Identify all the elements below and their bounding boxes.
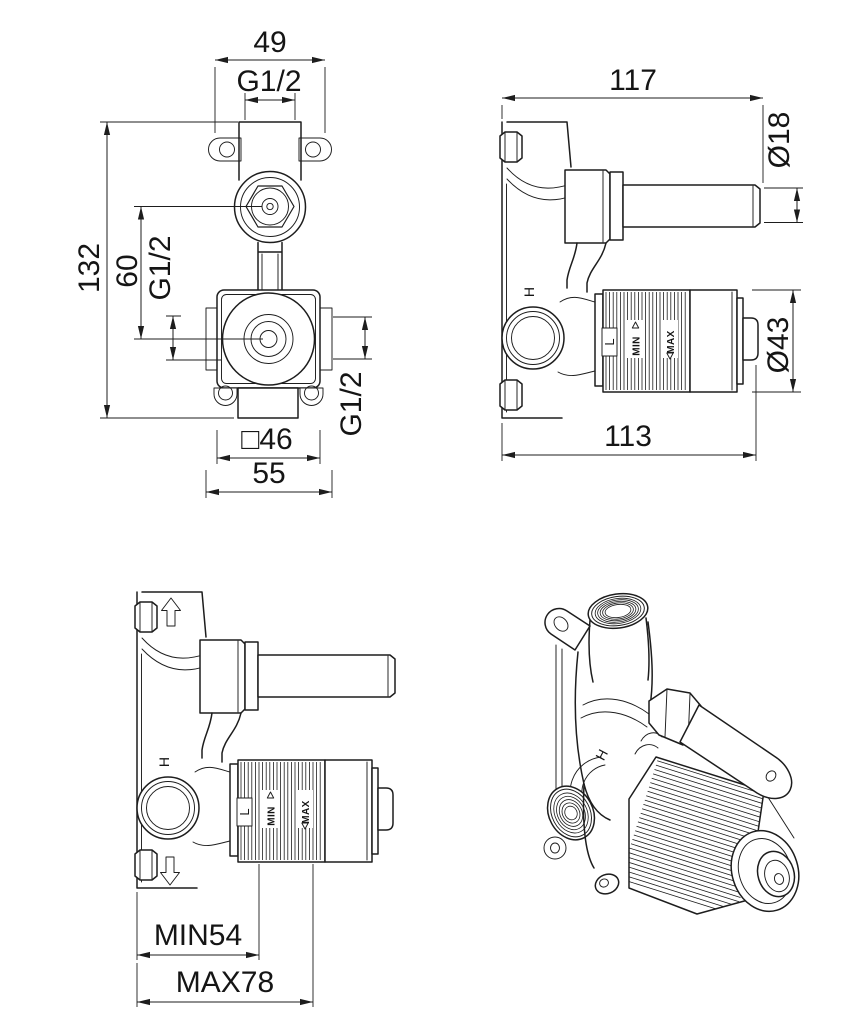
view-side-bottom: MIN54 MAX78 <box>134 591 396 1007</box>
dim-side-depth-overall: 117 <box>609 64 657 97</box>
flow-up-arrow-icon <box>161 597 181 627</box>
dim-side-cartridge-diameter: Ø43 <box>762 317 795 374</box>
dim-side-body-depth: 113 <box>604 420 652 453</box>
dim-front-center-distance: 60 <box>111 254 144 287</box>
flow-down-arrow-icon <box>160 856 180 886</box>
dim-front-width-bottom: 55 <box>252 457 285 490</box>
dim-depth-min: MIN54 <box>154 919 242 952</box>
view-side-top: 117 Ø18 Ø43 113 <box>499 64 803 461</box>
dim-front-height: 132 <box>73 243 106 293</box>
view-front: 49 G1/2 132 60 G1/2 G1/2 □46 55 <box>73 26 372 498</box>
marking-hot-iso: H <box>592 746 611 762</box>
dim-front-width-top: 49 <box>253 26 286 59</box>
dim-depth-max: MAX78 <box>176 966 274 999</box>
dim-front-thread-right: G1/2 <box>335 371 368 436</box>
dim-front-square: □46 <box>241 423 293 456</box>
dim-side-lever-diameter: Ø18 <box>763 112 796 169</box>
dim-front-thread-left: G1/2 <box>144 235 177 300</box>
view-isometric: H <box>543 592 800 915</box>
dim-front-thread-top: G1/2 <box>236 65 301 98</box>
